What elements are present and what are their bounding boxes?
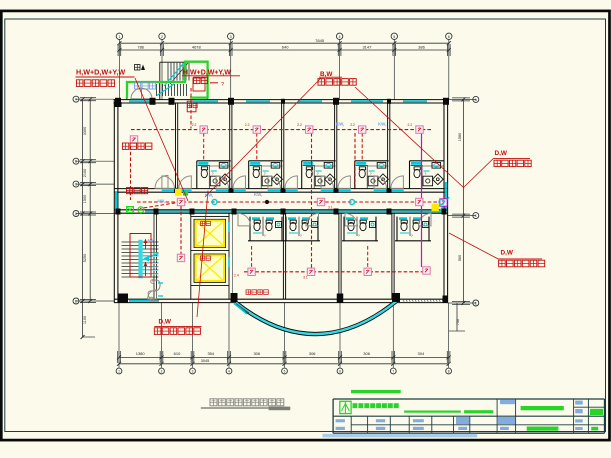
svg-text:KW,: KW, <box>336 122 344 127</box>
svg-text:2.4: 2.4 <box>234 274 239 278</box>
svg-text:4: 4 <box>339 35 341 39</box>
svg-text:2.2: 2.2 <box>297 123 302 127</box>
svg-text:AW,: AW, <box>147 238 155 243</box>
svg-text:7845: 7845 <box>315 38 325 43</box>
svg-text:2100: 2100 <box>83 169 87 177</box>
svg-text:610: 610 <box>174 351 181 356</box>
svg-text:D,W: D,W <box>501 250 514 257</box>
svg-text:6: 6 <box>339 370 341 374</box>
svg-text:750: 750 <box>456 319 460 325</box>
svg-text:?: ? <box>370 172 372 176</box>
svg-text:3.1: 3.1 <box>328 206 333 210</box>
svg-text:KW,: KW, <box>205 193 213 198</box>
svg-text:E: E <box>75 300 77 304</box>
svg-text:8: 8 <box>448 370 450 374</box>
svg-text:AW,: AW, <box>157 199 165 204</box>
svg-text:?: ? <box>264 234 266 238</box>
svg-text:386: 386 <box>418 45 425 50</box>
svg-text:3300: 3300 <box>83 127 87 135</box>
svg-text:?: ? <box>300 234 302 238</box>
svg-text:3045: 3045 <box>201 359 209 363</box>
svg-text:1580: 1580 <box>458 133 462 141</box>
svg-text:KW,: KW, <box>254 192 262 197</box>
svg-text:?: ? <box>358 234 360 238</box>
svg-text:KW,: KW, <box>378 122 386 127</box>
svg-text:D,W: D,W <box>495 150 508 157</box>
svg-text:560: 560 <box>458 255 462 261</box>
svg-text:1: 1 <box>118 370 120 374</box>
svg-text:3: 3 <box>230 35 232 39</box>
svg-text:2.2: 2.2 <box>350 123 355 127</box>
svg-text:7: 7 <box>392 370 394 374</box>
svg-text:2.2: 2.2 <box>408 123 413 127</box>
svg-text:1100: 1100 <box>83 316 87 324</box>
svg-text:?: ? <box>212 172 214 176</box>
svg-text:?: ? <box>317 172 319 176</box>
svg-text:C: C <box>475 214 478 218</box>
svg-text:3.1: 3.1 <box>303 276 308 280</box>
svg-text:786: 786 <box>137 45 144 50</box>
svg-text:5250: 5250 <box>83 254 87 262</box>
svg-text:?: ? <box>425 172 427 176</box>
svg-text:306: 306 <box>253 351 260 356</box>
svg-text:A: A <box>75 98 78 102</box>
svg-text:306: 306 <box>363 351 370 356</box>
svg-text:4678: 4678 <box>192 45 202 50</box>
svg-text:3147: 3147 <box>362 45 372 50</box>
svg-text:D,W: D,W <box>159 319 172 326</box>
svg-text:1500: 1500 <box>83 195 87 203</box>
svg-text:2: 2 <box>161 35 163 39</box>
svg-text:B,W: B,W <box>320 71 333 78</box>
svg-text:304: 304 <box>418 351 425 356</box>
svg-text:H,W+D,W+Y,W: H,W+D,W+Y,W <box>76 68 125 77</box>
svg-text:?: ? <box>221 82 224 88</box>
svg-text:354: 354 <box>207 351 214 356</box>
svg-text:E: E <box>475 302 477 306</box>
svg-text:H,W+D,W+Y,W: H,W+D,W+Y,W <box>183 70 231 77</box>
svg-text:306: 306 <box>309 351 316 356</box>
svg-text:3: 3 <box>192 370 194 374</box>
svg-text:1380: 1380 <box>136 351 146 356</box>
svg-text:D: D <box>75 212 78 216</box>
svg-text:640: 640 <box>282 45 289 50</box>
svg-text:1: 1 <box>118 35 120 39</box>
svg-text:2.2: 2.2 <box>192 123 197 127</box>
svg-text:A: A <box>475 98 478 102</box>
svg-text:?: ? <box>411 234 413 238</box>
svg-text:?: ? <box>264 172 266 176</box>
svg-text:5: 5 <box>284 370 286 374</box>
svg-text:5: 5 <box>393 35 395 39</box>
svg-text:C: C <box>75 183 78 187</box>
svg-text:2.2: 2.2 <box>245 123 250 127</box>
svg-text:B: B <box>75 160 77 164</box>
svg-text:4: 4 <box>228 370 230 374</box>
svg-text:6: 6 <box>448 35 450 39</box>
svg-text:2: 2 <box>161 370 163 374</box>
